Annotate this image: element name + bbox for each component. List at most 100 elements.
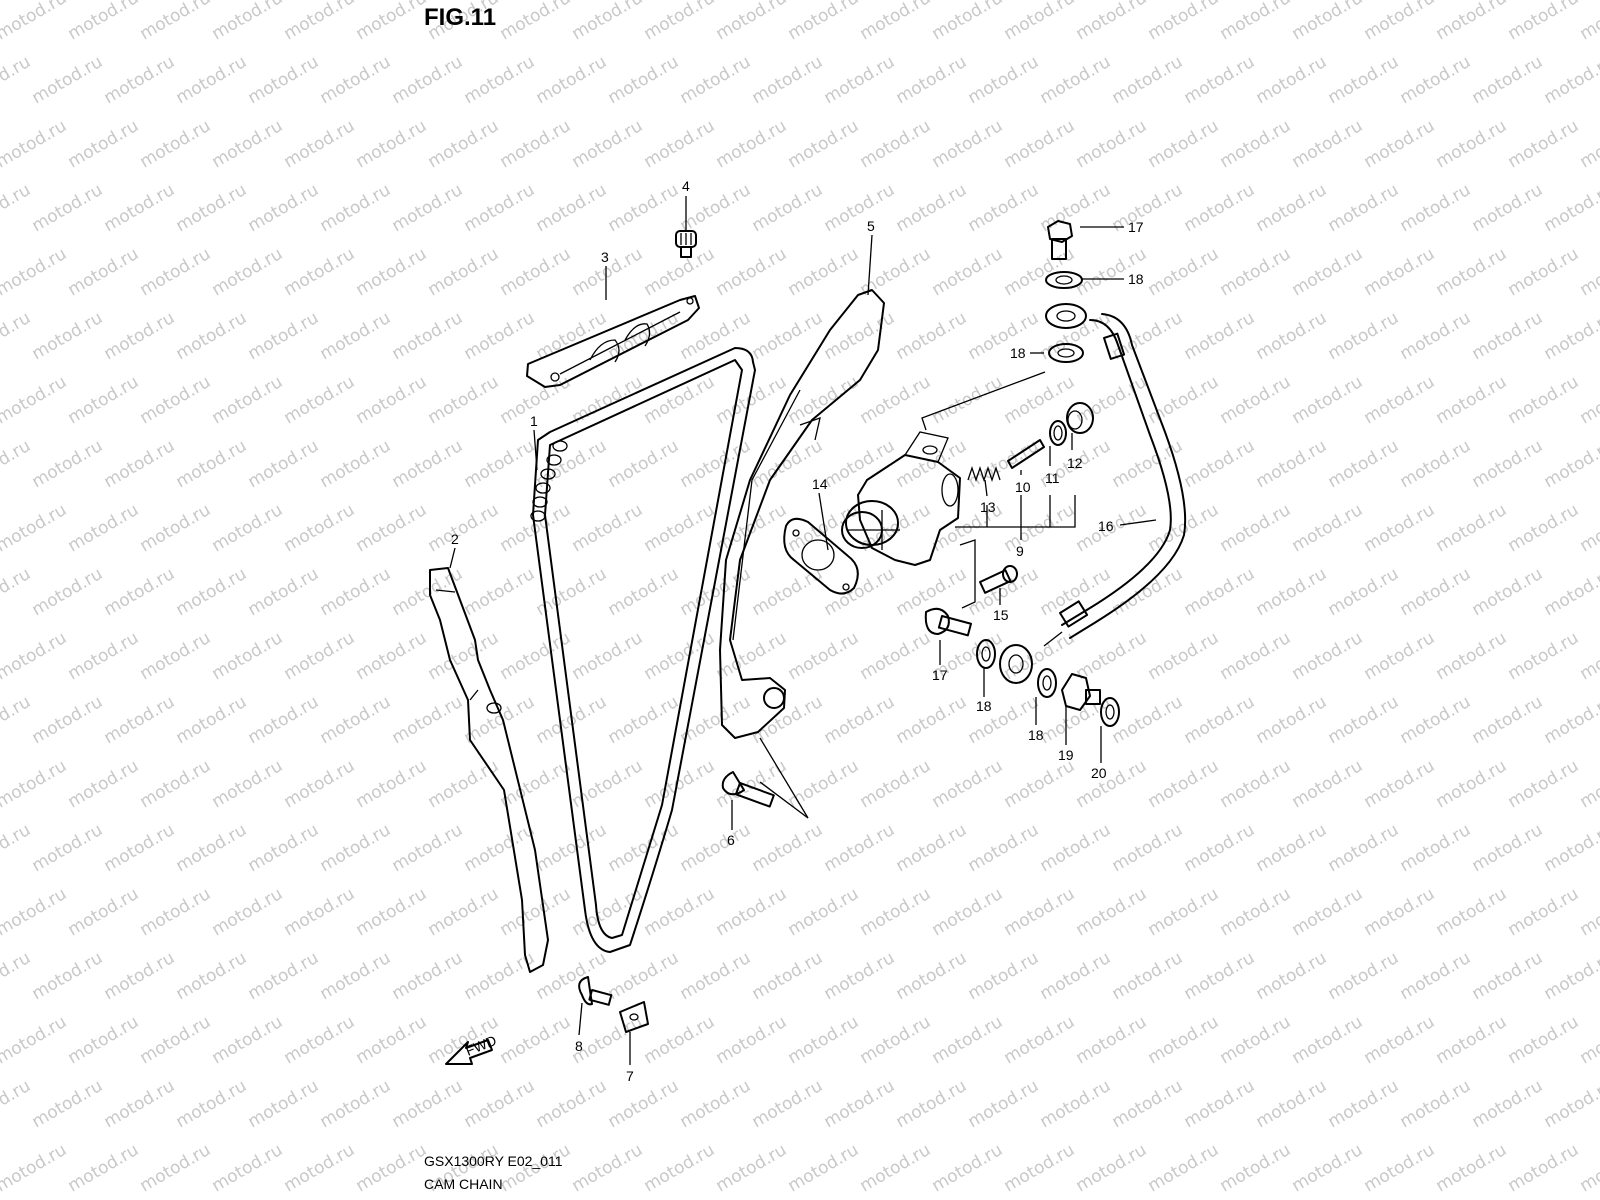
watermark-text: motod.ru <box>1253 1076 1331 1132</box>
watermark-text: motod.ru <box>1289 244 1367 300</box>
callout-4: 4 <box>682 178 690 194</box>
watermark-text: motod.ru <box>785 1140 863 1196</box>
watermark-text: motod.ru <box>1253 308 1331 364</box>
watermark-text: motod.ru <box>569 372 647 428</box>
watermark-text: motod.ru <box>209 756 287 812</box>
watermark-text: motod.ru <box>1325 1076 1403 1132</box>
watermark-text: motod.ru <box>1073 756 1151 812</box>
watermark-text: motod.ru <box>605 564 683 620</box>
watermark-text: motod.ru <box>1289 756 1367 812</box>
watermark-text: motod.ru <box>1577 500 1600 556</box>
callout-10: 10 <box>1015 479 1031 495</box>
watermark-text: motod.ru <box>569 116 647 172</box>
watermark-text: motod.ru <box>209 884 287 940</box>
watermark-text: motod.ru <box>1505 884 1583 940</box>
watermark-text: motod.ru <box>281 628 359 684</box>
watermark-text: motod.ru <box>497 628 575 684</box>
watermark-text: motod.ru <box>893 180 971 236</box>
part-10-rod <box>1007 439 1045 469</box>
watermark-text: motod.ru <box>713 0 791 44</box>
watermark-text: motod.ru <box>1001 500 1079 556</box>
watermark-text: motod.ru <box>461 308 539 364</box>
watermark-text: motod.ru <box>1577 884 1600 940</box>
watermark-text: motod.ru <box>965 52 1043 108</box>
watermark-text: motod.ru <box>29 52 107 108</box>
watermark-text: motod.ru <box>0 948 34 1004</box>
watermark-text: motod.ru <box>1577 1140 1600 1196</box>
watermark-text: motod.ru <box>245 180 323 236</box>
watermark-text: motod.ru <box>1145 500 1223 556</box>
watermark-text: motod.ru <box>1397 52 1475 108</box>
watermark-text: motod.ru <box>137 1140 215 1196</box>
watermark-text: motod.ru <box>1181 948 1259 1004</box>
watermark-text: motod.ru <box>1109 948 1187 1004</box>
callout-8: 8 <box>575 1038 583 1054</box>
watermark-text: motod.ru <box>173 1076 251 1132</box>
watermark-text: motod.ru <box>641 244 719 300</box>
watermark-text: motod.ru <box>1577 628 1600 684</box>
watermark-text: motod.ru <box>1469 52 1547 108</box>
watermark-text: motod.ru <box>929 1140 1007 1196</box>
watermark-text: motod.ru <box>389 52 467 108</box>
watermark-text: motod.ru <box>209 1140 287 1196</box>
watermark-text: motod.ru <box>641 500 719 556</box>
watermark-text: motod.ru <box>461 692 539 748</box>
chain-links <box>530 440 568 522</box>
watermark-text: motod.ru <box>1217 0 1295 44</box>
watermark-text: motod.ru <box>1361 884 1439 940</box>
leader-lines <box>449 196 1157 1065</box>
watermark-text: motod.ru <box>1001 0 1079 44</box>
watermark-text: motod.ru <box>785 756 863 812</box>
watermark-text: motod.ru <box>29 820 107 876</box>
watermark-text: motod.ru <box>1253 564 1331 620</box>
watermark-text: motod.ru <box>0 628 70 684</box>
watermark-text: motod.ru <box>1397 692 1475 748</box>
watermark-text: motod.ru <box>857 1140 935 1196</box>
watermark-text: motod.ru <box>497 116 575 172</box>
watermark-text: motod.ru <box>173 948 251 1004</box>
watermark-text: motod.ru <box>137 628 215 684</box>
watermark-text: motod.ru <box>1397 948 1475 1004</box>
watermark-text: motod.ru <box>1433 372 1511 428</box>
watermark-text: motod.ru <box>497 0 575 44</box>
watermark-text: motod.ru <box>1001 1140 1079 1196</box>
watermark-text: motod.ru <box>1397 1076 1475 1132</box>
watermark-text: motod.ru <box>1145 372 1223 428</box>
watermark-text: motod.ru <box>173 820 251 876</box>
callout-20: 20 <box>1091 765 1107 781</box>
watermark-text: motod.ru <box>461 820 539 876</box>
watermark-text: motod.ru <box>1109 820 1187 876</box>
watermark-text: motod.ru <box>1469 180 1547 236</box>
figure-code: GSX1300RY E02_011 <box>424 1153 563 1169</box>
watermark-text: motod.ru <box>245 1076 323 1132</box>
watermark-text: motod.ru <box>0 372 70 428</box>
part-1-cam-chain <box>530 347 756 953</box>
watermark-text: motod.ru <box>65 500 143 556</box>
watermark-text: motod.ru <box>1289 116 1367 172</box>
watermark-text: motod.ru <box>857 756 935 812</box>
watermark-text: motod.ru <box>1217 244 1295 300</box>
watermark-text: motod.ru <box>0 884 70 940</box>
watermark-text: motod.ru <box>101 564 179 620</box>
watermark-text: motod.ru <box>29 308 107 364</box>
watermark-text: motod.ru <box>29 1076 107 1132</box>
watermark-text: motod.ru <box>425 756 503 812</box>
watermark-text: motod.ru <box>677 52 755 108</box>
watermark-text: motod.ru <box>785 1012 863 1068</box>
watermark-text: motod.ru <box>461 564 539 620</box>
watermark-text: motod.ru <box>461 52 539 108</box>
watermark-text: motod.ru <box>749 948 827 1004</box>
watermark-text: motod.ru <box>821 820 899 876</box>
watermark-text: motod.ru <box>1181 692 1259 748</box>
watermark-text: motod.ru <box>1325 52 1403 108</box>
watermark-text: motod.ru <box>857 628 935 684</box>
watermark-text: motod.ru <box>893 1076 971 1132</box>
part-5-chain-tensioner-guide <box>719 289 885 739</box>
watermark-text: motod.ru <box>641 116 719 172</box>
watermark-text: motod.ru <box>641 0 719 44</box>
callout-13: 13 <box>980 499 996 515</box>
watermark-text: motod.ru <box>533 308 611 364</box>
watermark-text: motod.ru <box>893 52 971 108</box>
watermark-text: motod.ru <box>1325 820 1403 876</box>
watermark-text: motod.ru <box>209 628 287 684</box>
